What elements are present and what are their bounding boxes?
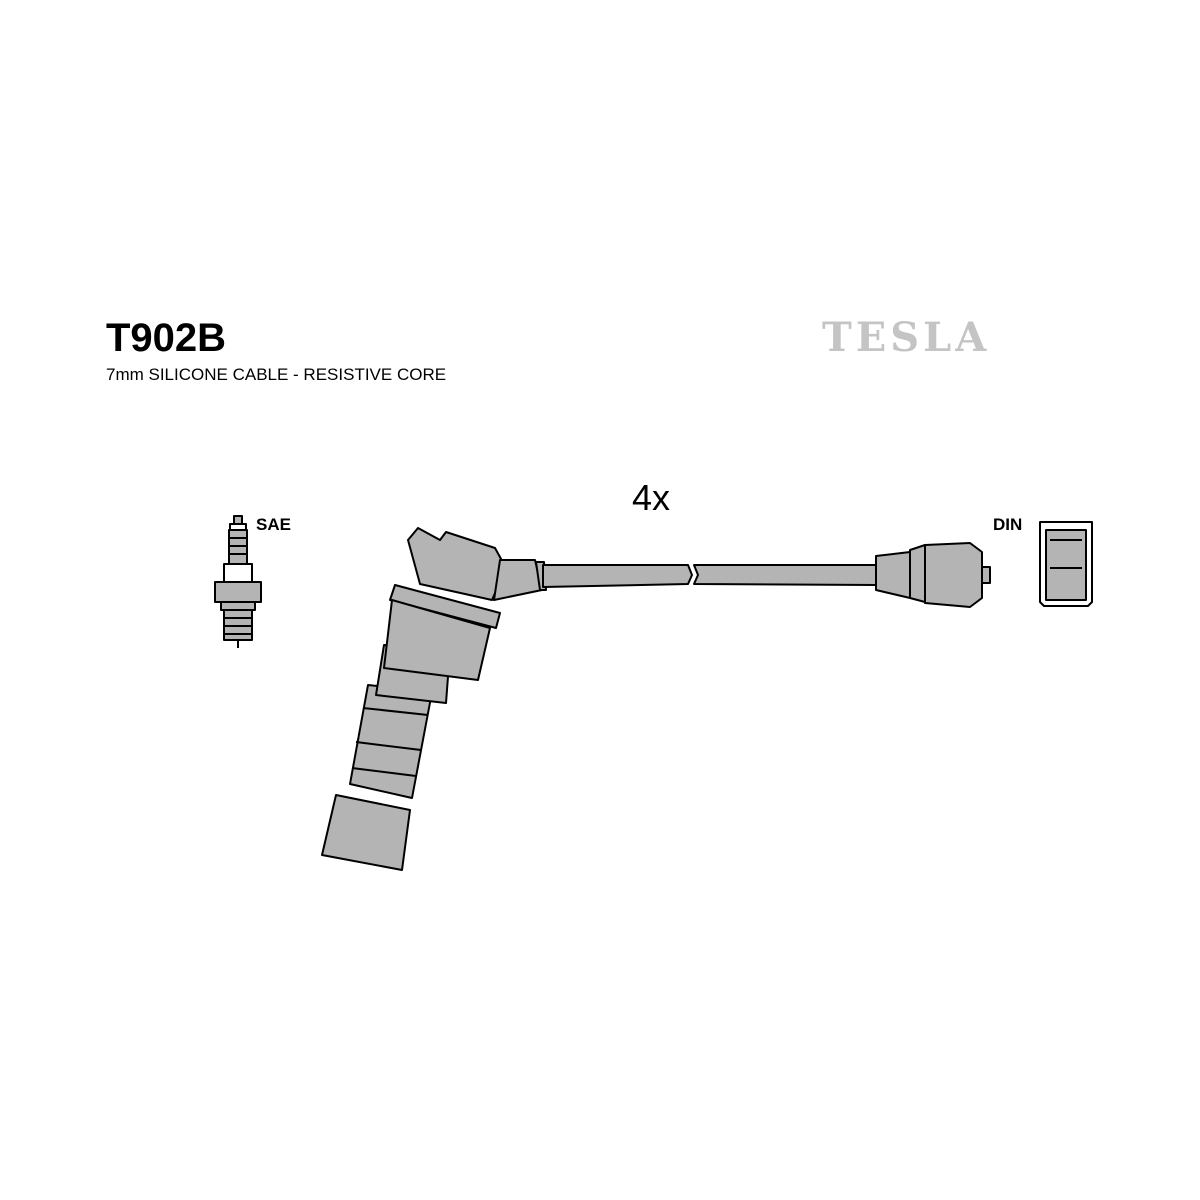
ignition-cable <box>542 564 877 588</box>
coil-connector <box>875 542 991 608</box>
part-number: T902B <box>106 316 227 360</box>
cable-spec: 7mm SILICONE CABLE - RESISTIVE CORE <box>106 365 447 384</box>
din-terminal-icon <box>1039 521 1093 607</box>
sae-label: SAE <box>256 515 291 534</box>
spark-plug-boot <box>321 527 547 871</box>
quantity-label: 4x <box>632 477 671 518</box>
brand-logo: TESLA <box>822 314 991 361</box>
spark-plug-icon <box>214 515 262 648</box>
din-label: DIN <box>993 515 1023 534</box>
